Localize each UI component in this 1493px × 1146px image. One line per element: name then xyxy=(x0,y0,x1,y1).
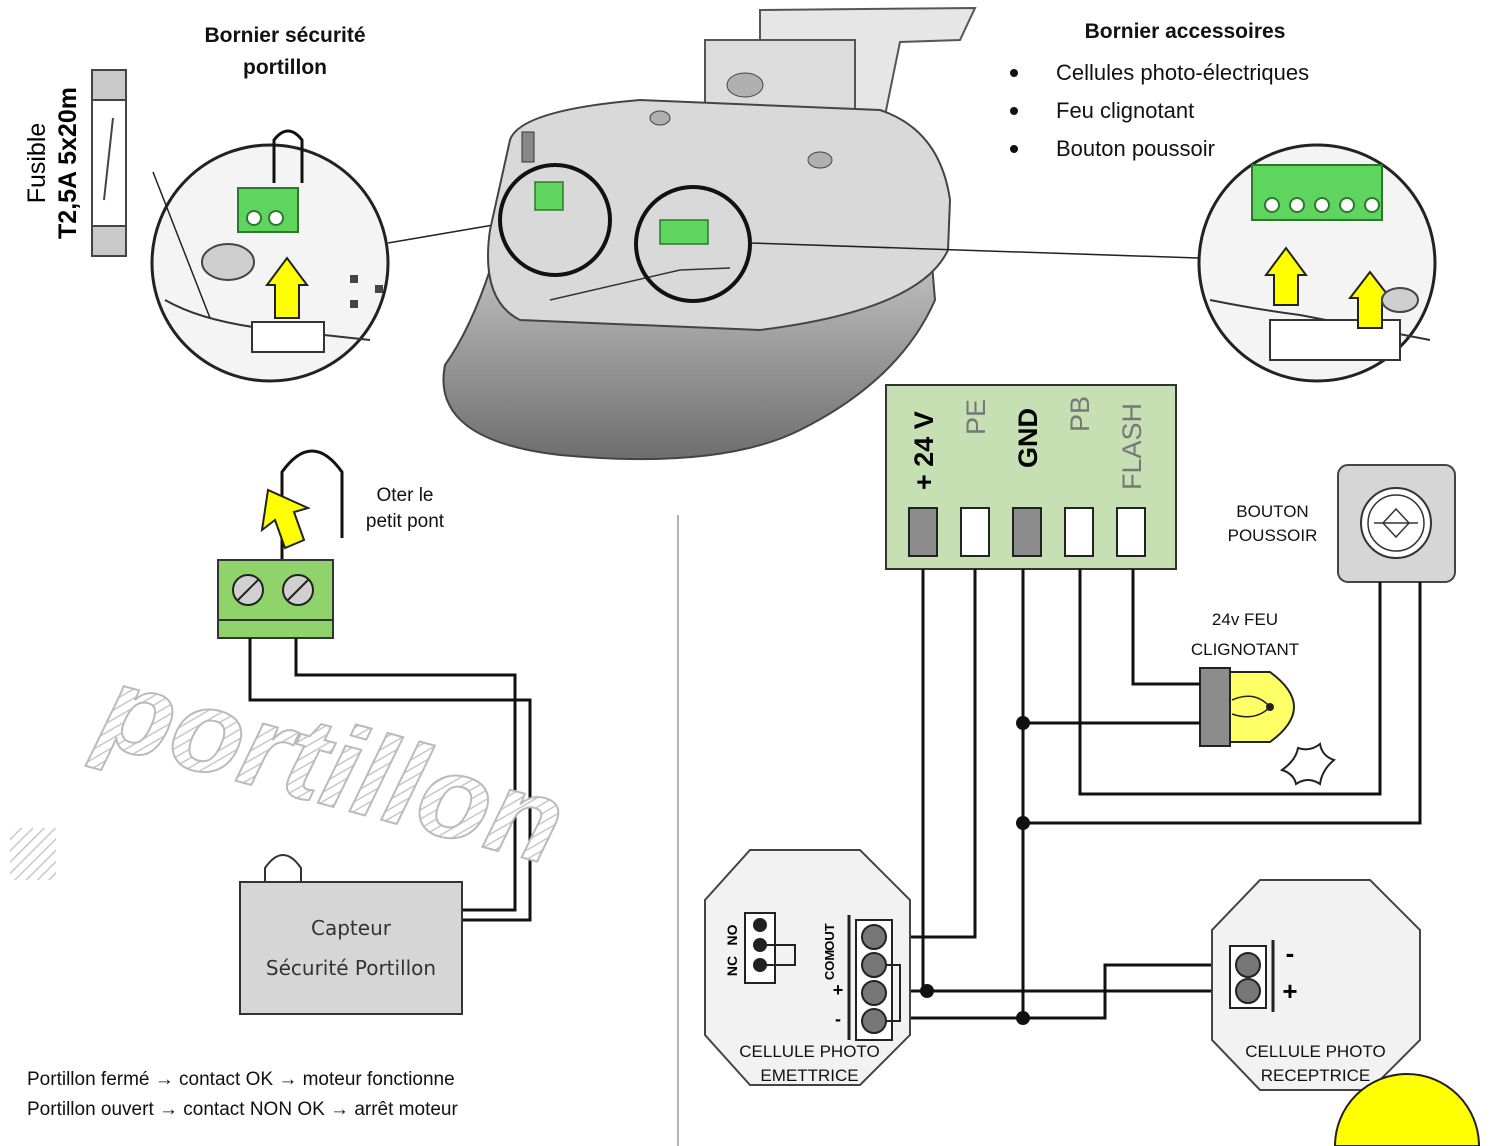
emitter-label-nc: NC xyxy=(724,956,740,976)
photo-receiver-cell xyxy=(1211,879,1421,1091)
sensor-label: Capteur Sécurité Portillon xyxy=(240,908,462,988)
lamp-line1: 24v FEU xyxy=(1211,610,1279,629)
receiver-label: CELLULE PHOTO RECEPTRICE xyxy=(1218,1040,1413,1088)
caption-line1: Portillon fermé → contact OK → moteur fo… xyxy=(27,1069,455,1090)
terminal-label-24v: + 24 V xyxy=(909,411,939,490)
safety-wire xyxy=(294,638,517,912)
terminal-label-gnd: GND xyxy=(1013,408,1043,468)
push-button-line1: BOUTON xyxy=(1236,502,1309,521)
emitter-terminal-com: COM xyxy=(822,950,837,980)
emitter-terminal-minus: - xyxy=(835,1009,841,1029)
emitter-label: CELLULE PHOTO EMETTRICE xyxy=(712,1040,907,1088)
emitter-line1: CELLULE PHOTO xyxy=(739,1042,880,1061)
receiver-line2: RECEPTRICE xyxy=(1260,1066,1371,1085)
zoom-ring-safety xyxy=(498,163,612,277)
gate-sensor xyxy=(239,854,463,1015)
lamp-label: 24v FEU CLIGNOTANT xyxy=(1170,605,1320,665)
remove-bridge-note: Oter le petit pont xyxy=(340,483,470,535)
accessory-item: Cellules photo-électriques xyxy=(1006,54,1426,92)
push-button-label: BOUTON POUSSOIR xyxy=(1215,500,1330,548)
emitter-label-no: NO xyxy=(724,924,740,945)
yellow-marker xyxy=(1333,1073,1481,1146)
emitter-terminal-plus: + xyxy=(833,980,844,1000)
motor-housing xyxy=(442,6,977,461)
receiver-terminal-minus: - xyxy=(1286,938,1295,968)
terminal-label-flash: FLASH xyxy=(1117,403,1147,490)
accessory-item: Bouton poussoir xyxy=(1006,130,1426,168)
safety-wire xyxy=(248,638,532,922)
emitter-line2: EMETTRICE xyxy=(760,1066,859,1085)
fuse-rating: T2,5A 5x20m xyxy=(54,87,82,239)
remove-arrow-icon xyxy=(260,488,311,550)
caption-line2: Portillon ouvert → contact NON OK → arrê… xyxy=(27,1099,458,1120)
terminal-label-pb: PB xyxy=(1065,396,1095,432)
watermark: portillon xyxy=(10,639,579,891)
receiver-terminal-plus: + xyxy=(1282,976,1297,1006)
fuse-label: Fusible xyxy=(23,123,51,204)
push-button-line2: POUSSOIR xyxy=(1227,526,1318,545)
watermark-text: portillon xyxy=(85,640,578,890)
terminal-label-pe: PE xyxy=(961,399,991,435)
safety-terminal-zoom xyxy=(150,129,390,383)
zoom-ring-accessories xyxy=(634,185,752,303)
bridge-jumper xyxy=(280,449,344,566)
accessory-terminal-zoom xyxy=(1197,143,1437,383)
accessories-list: Cellules photo-électriques Feu clignotan… xyxy=(1006,54,1426,168)
receiver-line1: CELLULE PHOTO xyxy=(1245,1042,1386,1061)
accessory-item: Feu clignotant xyxy=(1006,92,1426,130)
remove-bridge-line1: Oter le xyxy=(376,485,434,506)
fuse-icon xyxy=(91,69,127,257)
gate-caption: Portillon fermé → contact OK → moteur fo… xyxy=(27,1065,647,1125)
safety-title-line2: portillon xyxy=(243,56,327,79)
emitter-terminal-out: OUT xyxy=(822,923,837,951)
sensor-line2: Sécurité Portillon xyxy=(265,956,437,980)
remove-bridge-line2: petit pont xyxy=(365,511,445,532)
photo-emitter-cell xyxy=(704,849,911,1086)
flashing-lamp-icon xyxy=(1199,667,1337,786)
safety-terminal-block xyxy=(217,559,334,639)
sensor-line1: Capteur xyxy=(311,916,391,940)
safety-title-line1: Bornier sécurité xyxy=(204,24,366,47)
safety-terminal-title: Bornier sécurité portillon xyxy=(155,20,415,84)
push-button-device xyxy=(1337,464,1456,583)
lamp-line2: CLIGNOTANT xyxy=(1190,640,1300,659)
accessories-title: Bornier accessoires xyxy=(1084,20,1286,43)
accessory-terminal-board xyxy=(885,384,1177,570)
